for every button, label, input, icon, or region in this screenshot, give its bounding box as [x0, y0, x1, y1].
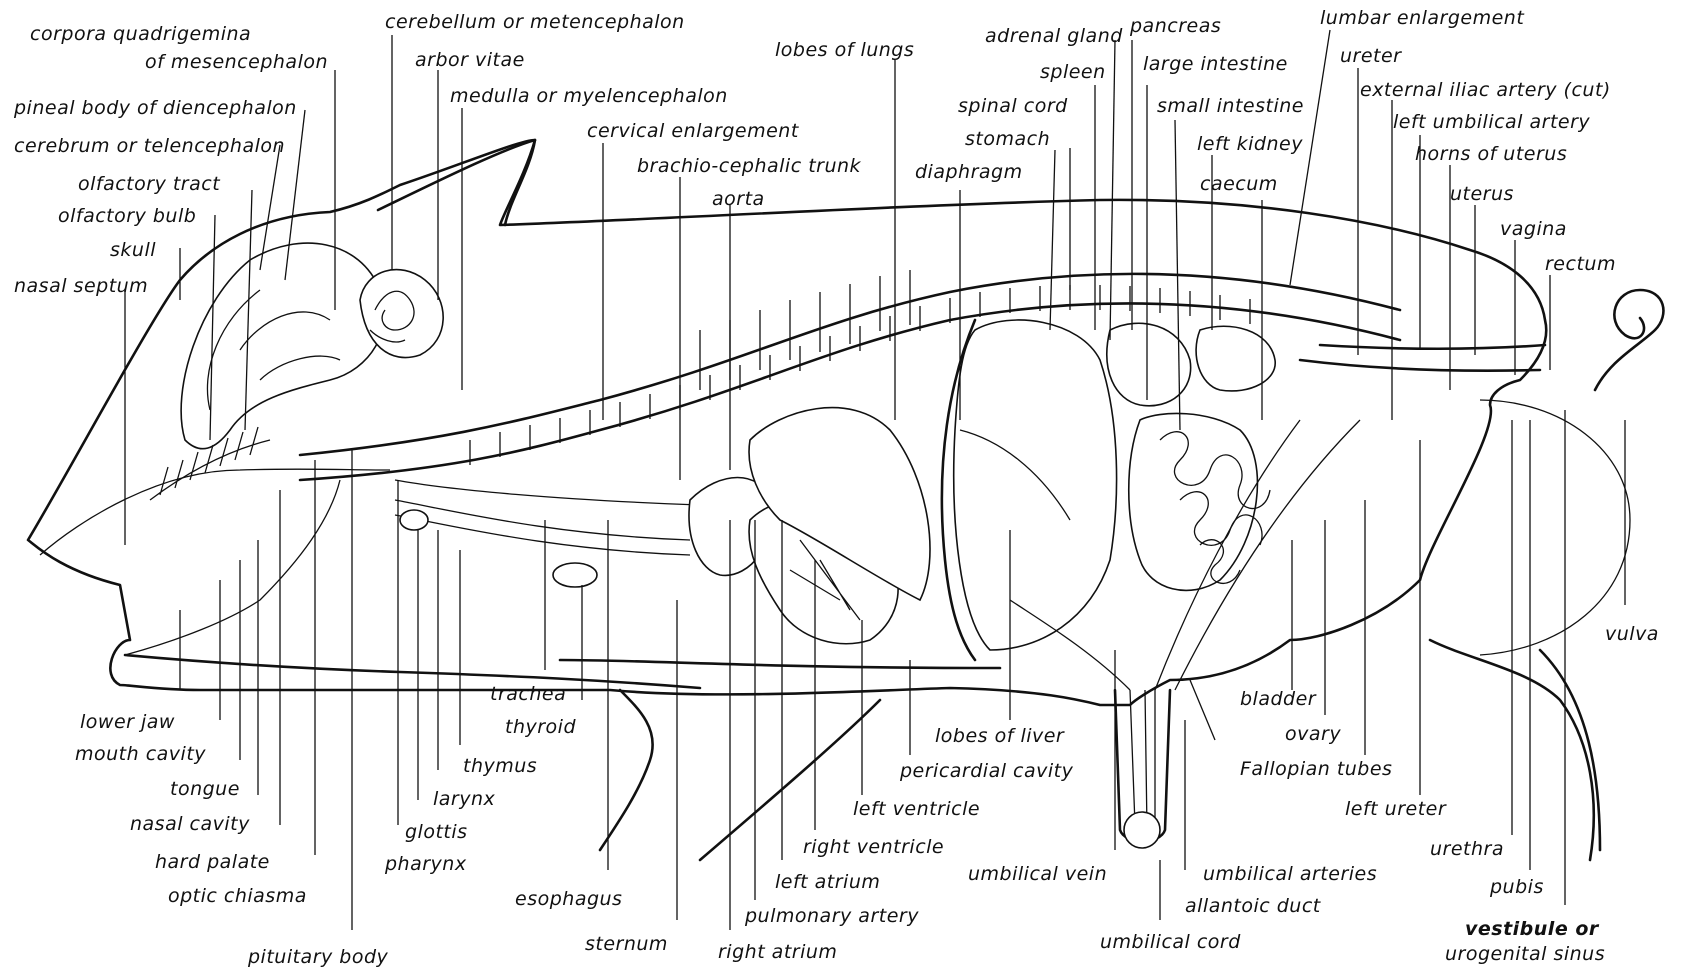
intestine-outer: [1129, 413, 1258, 590]
label-pericardial-cavity: pericardial cavity: [899, 760, 1074, 782]
label-corpora-quadrigemina-2: of mesencephalon: [145, 51, 328, 73]
label-tongue: tongue: [170, 778, 240, 800]
label-left-atrium: left atrium: [775, 871, 880, 893]
label-olfactory-tract: olfactory tract: [78, 173, 221, 195]
ribs: [700, 270, 910, 390]
label-umbilical-arteries: umbilical arteries: [1203, 863, 1377, 885]
pelvis-outline: [1480, 400, 1630, 655]
label-vulva: vulva: [1605, 623, 1659, 645]
bladder-line: [1175, 420, 1360, 690]
label-nasal-septum: nasal septum: [14, 275, 148, 297]
label-esophagus: esophagus: [515, 888, 622, 910]
kidney-shape: [1196, 326, 1275, 391]
label-uterus: uterus: [1450, 183, 1514, 205]
label-spinal-cord: spinal cord: [958, 95, 1068, 117]
label-corpora-quadrigemina: corpora quadrigemina: [30, 23, 251, 45]
label-mouth-cavity: mouth cavity: [75, 743, 206, 765]
trachea-tube: [395, 500, 690, 555]
label-left-kidney: left kidney: [1197, 133, 1303, 155]
thyroid-shape: [553, 563, 597, 587]
label-skull: skull: [110, 239, 156, 261]
label-stomach: stomach: [965, 128, 1050, 150]
label-adrenal-gland: adrenal gland: [985, 25, 1123, 47]
label-small-intestine: small intestine: [1157, 95, 1304, 117]
label-larynx: larynx: [433, 788, 496, 810]
tail-curl: [1595, 290, 1663, 390]
label-trachea: trachea: [490, 683, 566, 705]
label-cervical-enlargement: cervical enlargement: [587, 120, 800, 142]
rectum-line: [1320, 345, 1545, 349]
label-medulla: medulla or myelencephalon: [450, 85, 728, 107]
label-thymus: thymus: [463, 755, 537, 777]
uterus-line: [1300, 360, 1540, 371]
label-vagina: vagina: [1500, 218, 1567, 240]
umbilical-cord-end: [1124, 812, 1160, 848]
label-horns-of-uterus: horns of uterus: [1415, 143, 1567, 165]
label-glottis: glottis: [405, 821, 468, 843]
label-left-ventricle: left ventricle: [853, 798, 980, 820]
label-lumbar-enlargement: lumbar enlargement: [1320, 7, 1525, 29]
label-left-umbilical-artery: left umbilical artery: [1393, 111, 1590, 133]
label-left-ureter: left ureter: [1345, 798, 1447, 820]
label-bladder: bladder: [1240, 688, 1317, 710]
label-external-iliac-artery: external iliac artery (cut): [1360, 79, 1611, 101]
label-umbilical-cord: umbilical cord: [1100, 931, 1241, 953]
label-large-intestine: large intestine: [1143, 53, 1288, 75]
label-spleen: spleen: [1040, 61, 1106, 83]
label-pineal-body: pineal body of diencephalon: [13, 97, 297, 119]
label-thyroid: thyroid: [505, 716, 576, 738]
pig-body-illustration: [28, 140, 1663, 860]
esophagus-tube: [395, 480, 700, 505]
larynx-shape: [400, 510, 428, 530]
label-nasal-cavity: nasal cavity: [130, 813, 250, 835]
label-pancreas: pancreas: [1129, 15, 1221, 37]
label-aorta: aorta: [712, 188, 765, 210]
liver-shape: [954, 320, 1117, 650]
label-pharynx: pharynx: [384, 853, 467, 875]
label-allantoic-duct: allantoic duct: [1185, 895, 1322, 917]
label-olfactory-bulb: olfactory bulb: [58, 205, 196, 227]
label-lobes-of-lungs: lobes of lungs: [775, 39, 914, 61]
label-cerebrum: cerebrum or telencephalon: [14, 135, 285, 157]
label-sternum: sternum: [585, 933, 668, 955]
label-umbilical-vein: umbilical vein: [968, 863, 1107, 885]
hind-leg: [1430, 640, 1600, 860]
label-ureter: ureter: [1340, 45, 1402, 67]
label-pituitary-body: pituitary body: [247, 946, 389, 968]
label-arbor-vitae: arbor vitae: [415, 49, 525, 71]
label-pulmonary-artery: pulmonary artery: [744, 905, 919, 927]
label-diaphragm: diaphragm: [915, 161, 1023, 183]
label-ovary: ovary: [1285, 723, 1341, 745]
label-optic-chiasma: optic chiasma: [168, 885, 307, 907]
label-lower-jaw: lower jaw: [80, 711, 175, 733]
label-rectum: rectum: [1545, 253, 1616, 275]
back-ridge: [378, 140, 535, 225]
label-vestibule-2: urogenital sinus: [1445, 943, 1605, 965]
label-brachio-cephalic-trunk: brachio-cephalic trunk: [637, 155, 862, 177]
label-caecum: caecum: [1200, 173, 1278, 195]
label-right-atrium: right atrium: [718, 941, 837, 963]
label-lobes-of-liver: lobes of liver: [935, 725, 1065, 747]
label-fallopian-tubes: Fallopian tubes: [1240, 758, 1392, 780]
sternum-line: [560, 660, 1000, 668]
snout-lower: [125, 480, 340, 655]
label-urethra: urethra: [1430, 838, 1504, 860]
label-hard-palate: hard palate: [155, 851, 270, 873]
label-pubis: pubis: [1489, 876, 1544, 898]
label-cerebellum: cerebellum or metencephalon: [385, 11, 685, 33]
snout-upper: [40, 469, 390, 555]
label-vestibule: vestibule or: [1465, 918, 1600, 940]
label-right-ventricle: right ventricle: [803, 836, 944, 858]
